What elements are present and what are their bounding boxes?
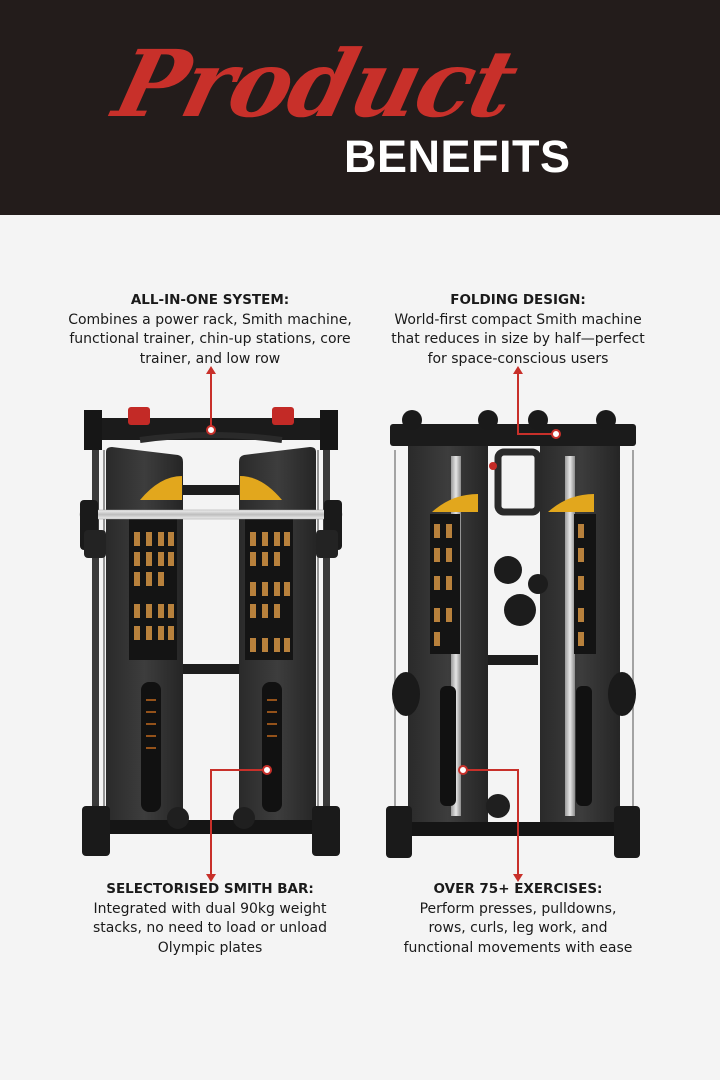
callout-line: Combines a power rack, Smith machine, xyxy=(68,311,352,328)
callout-line: functional trainer, chin-up stations, co… xyxy=(69,331,351,347)
callout-heading: FOLDING DESIGN: xyxy=(450,292,586,308)
pointer-dot-icon xyxy=(551,429,561,439)
callout-line: Perform presses, pulldowns, xyxy=(419,900,617,917)
arrow-down-icon xyxy=(513,874,523,882)
callout-line: rows, curls, leg work, and xyxy=(428,920,608,936)
header-banner: Product BENEFITS xyxy=(0,0,720,215)
arrow-up-icon xyxy=(513,366,523,374)
pointer-dot-icon xyxy=(262,765,272,775)
callout-line: for space-conscious users xyxy=(427,350,609,367)
functional-trainer-folded xyxy=(386,410,640,858)
callout-all-in-one: ALL-IN-ONE SYSTEM: Combines a power rack… xyxy=(60,291,360,369)
callout-line: Olympic plates xyxy=(157,939,263,956)
callout-heading: SELECTORISED SMITH BAR: xyxy=(106,881,314,897)
block-title: BENEFITS xyxy=(344,131,571,182)
callout-exercises: OVER 75+ EXERCISES: Perform presses, pul… xyxy=(368,880,668,958)
callout-heading: ALL-IN-ONE SYSTEM: xyxy=(130,292,290,308)
pointer-dot-icon xyxy=(206,425,216,435)
callout-heading: OVER 75+ EXERCISES: xyxy=(433,881,603,897)
callout-line: functional movements with ease xyxy=(403,939,633,956)
callout-line: trainer, and low row xyxy=(139,350,281,367)
arrow-up-icon xyxy=(206,366,216,374)
callout-line: that reduces in size by half—perfect xyxy=(391,331,645,347)
pointer-lines xyxy=(210,372,556,876)
arrow-down-icon xyxy=(206,874,216,882)
callout-line: stacks, no need to load or unload xyxy=(92,920,327,936)
pointer-dot-icon xyxy=(458,765,468,775)
callout-selectorised-bar: SELECTORISED SMITH BAR: Integrated with … xyxy=(60,880,360,958)
functional-trainer-open xyxy=(79,407,343,856)
callout-line: World-first compact Smith machine xyxy=(394,311,642,328)
callout-folding-design: FOLDING DESIGN: World-first compact Smit… xyxy=(368,291,668,369)
callout-line: Integrated with dual 90kg weight xyxy=(93,900,327,917)
